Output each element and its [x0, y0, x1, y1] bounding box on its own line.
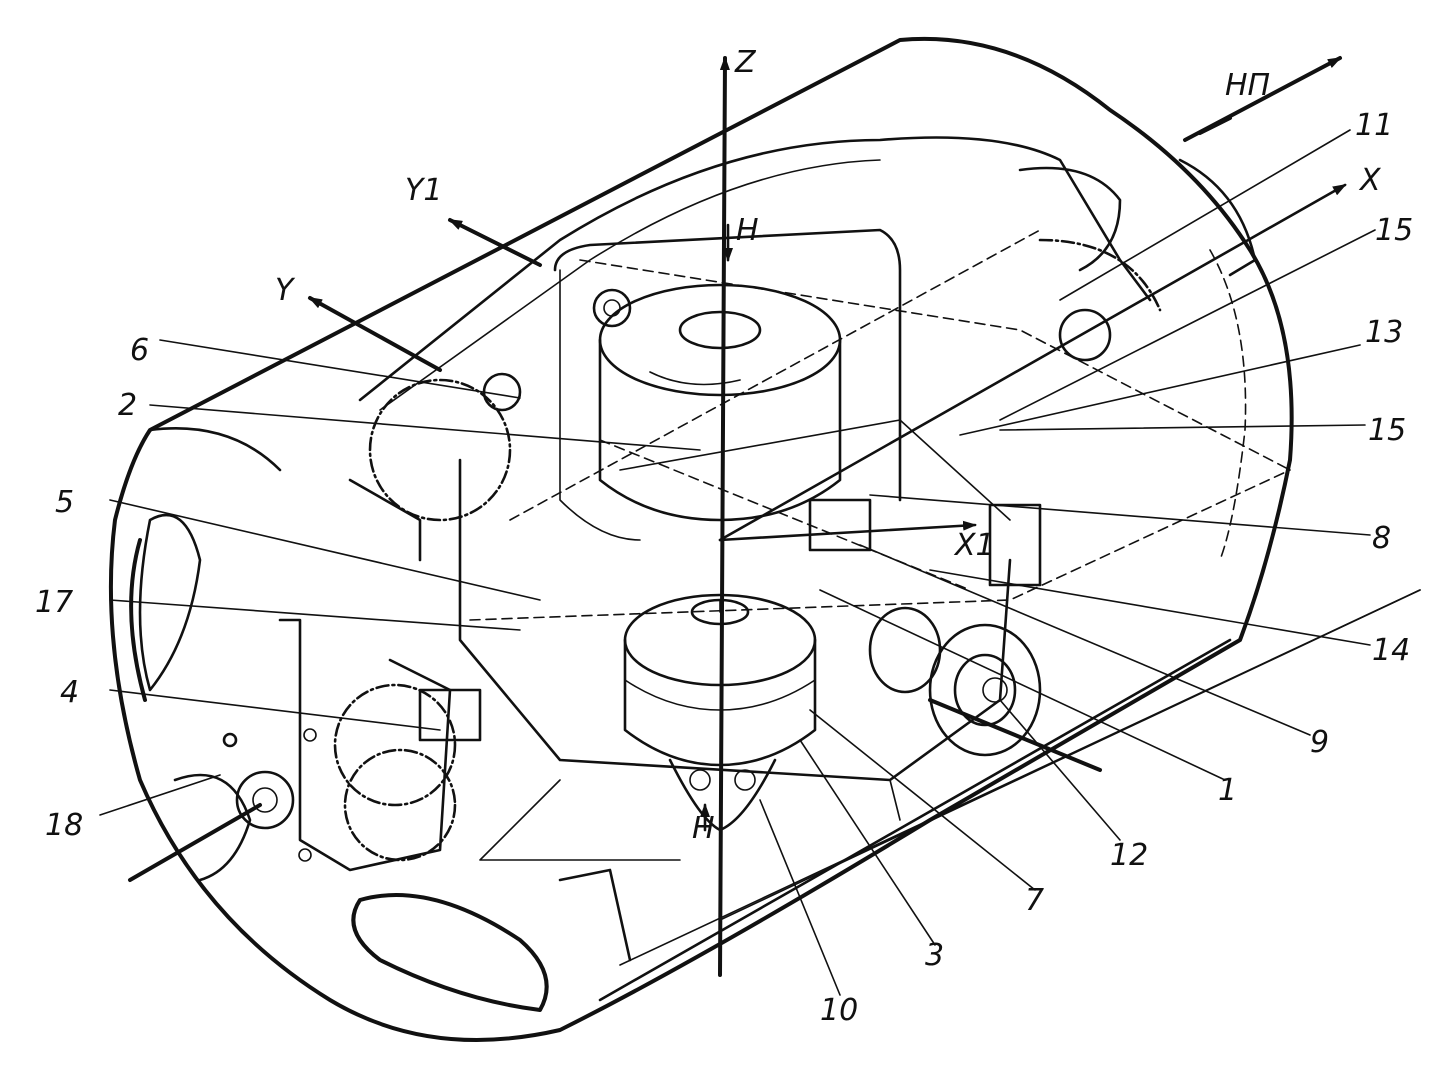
callout-12: 12 — [1110, 838, 1148, 873]
x-axis-line — [718, 183, 1347, 542]
callout-1: 1 — [1218, 773, 1237, 808]
outer-housing — [108, 36, 1421, 1042]
axis-label-x: X — [1358, 163, 1382, 198]
callout-3: 3 — [925, 938, 944, 973]
left-gear-train — [128, 372, 522, 882]
callout-numbers: 6 2 5 17 4 18 11 15 13 15 8 14 9 1 12 7 … — [35, 108, 1413, 1028]
axis-label-h-top: H — [736, 213, 759, 248]
callout-11: 11 — [1355, 108, 1393, 143]
np-double-bar — [1198, 116, 1232, 135]
callout-8: 8 — [1372, 521, 1391, 556]
axis-label-y: Y — [275, 273, 296, 308]
axis-label-x1: X1 — [953, 528, 995, 563]
callout-15-top: 15 — [1375, 213, 1413, 248]
callout-15-bottom: 15 — [1368, 413, 1406, 448]
axis-labels: Z Y1 Y X X1 НП H H — [275, 45, 1382, 846]
diagonal-axis-1 — [599, 439, 971, 591]
y1-axis-line — [448, 218, 542, 267]
diagonal-axis-2 — [509, 229, 1041, 521]
callout-17: 17 — [35, 585, 73, 620]
axis-label-z: Z — [734, 45, 757, 80]
callout-6: 6 — [130, 333, 149, 368]
z-axis-line — [718, 56, 730, 977]
callout-2: 2 — [118, 388, 137, 423]
callout-9: 9 — [1310, 725, 1329, 760]
callout-5: 5 — [55, 485, 74, 520]
x1-axis-line — [718, 520, 977, 542]
callout-13: 13 — [1365, 315, 1403, 350]
right-motor-assembly — [808, 166, 1162, 772]
callout-18: 18 — [45, 808, 83, 843]
callout-7: 7 — [1025, 883, 1044, 918]
upper-gyro-rotor — [553, 228, 902, 541]
y-axis-line — [308, 296, 442, 372]
axis-label-np: НП — [1225, 68, 1270, 103]
callout-4: 4 — [60, 675, 79, 710]
leader-lines — [99, 129, 1376, 996]
axis-label-h-bottom: H — [692, 811, 715, 846]
axis-label-y1: Y1 — [405, 173, 442, 208]
callout-10: 10 — [820, 993, 858, 1028]
coordinate-axes — [308, 56, 1347, 977]
callout-14: 14 — [1372, 633, 1410, 668]
